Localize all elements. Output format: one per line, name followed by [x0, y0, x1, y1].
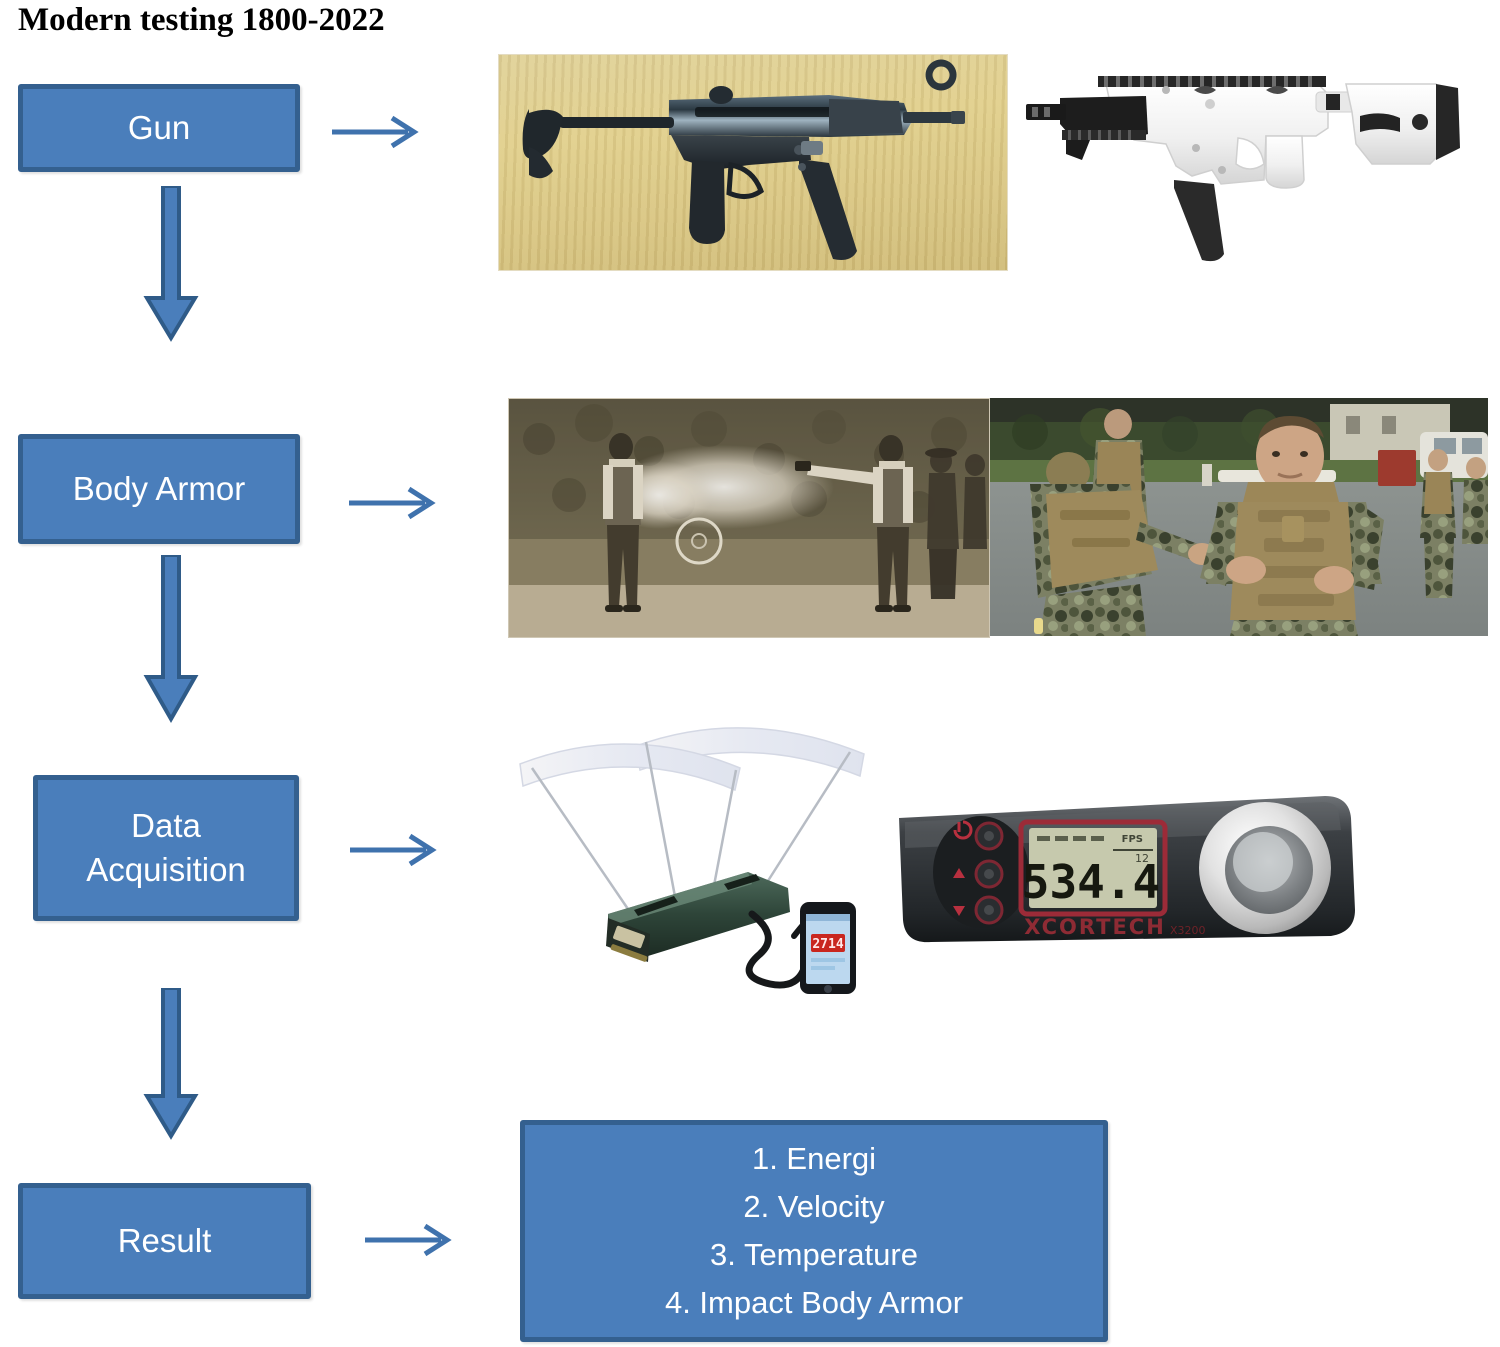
down-arrow-data-acquisition-to-result: [143, 988, 199, 1140]
process-box-result-label: Result: [117, 1222, 212, 1260]
result-item-2: 2. Velocity: [743, 1188, 885, 1224]
process-box-data-acquisition-label-line2: Acquisition: [86, 851, 246, 888]
marines-body-armor-fitting-photo: [990, 398, 1488, 636]
result-item-3: 3. Temperature: [710, 1237, 918, 1272]
svg-text:XCORTECH: XCORTECH: [1024, 915, 1166, 939]
page-title: Modern testing 1800-2022: [18, 2, 385, 38]
mp5-submachine-gun-photo: [498, 54, 1008, 271]
process-box-data-acquisition-label-line1: Data: [131, 807, 201, 845]
historic-bulletproof-vest-test-photo: [508, 398, 990, 638]
kriss-vector-submachine-gun-photo: [1016, 48, 1486, 276]
svg-text:534.4: 534.4: [1022, 855, 1160, 909]
svg-text:FPS: FPS: [1122, 834, 1143, 845]
results-list-box[interactable]: 1. Energi 2. Velocity 3. Temperature 4. …: [520, 1120, 1108, 1342]
right-arrow-gun-to-photos: [330, 112, 422, 152]
right-arrow-data-acquisition-to-photos: [348, 830, 440, 870]
process-box-data-acquisition[interactable]: Data Acquisition: [33, 775, 299, 921]
process-box-gun-label: Gun: [127, 109, 191, 147]
svg-text:2714: 2714: [812, 937, 843, 952]
xcortech-chronograph-photo: FPS 12 534.4 XCORTECH X3200: [885, 778, 1360, 958]
down-arrow-body-armor-to-data-acquisition: [143, 555, 199, 725]
right-arrow-body-armor-to-photos: [347, 483, 439, 523]
result-item-4: 4. Impact Body Armor: [664, 1285, 964, 1321]
svg-text:X3200: X3200: [1170, 924, 1206, 937]
svg-text:12: 12: [1135, 852, 1149, 865]
ballistic-chronograph-photo: 2714: [498, 706, 888, 996]
right-arrow-result-to-results-list: [363, 1220, 455, 1260]
down-arrow-gun-to-body-armor: [143, 186, 199, 344]
result-item-1: 1. Energi: [751, 1140, 877, 1176]
process-box-gun[interactable]: Gun: [18, 84, 300, 172]
process-box-body-armor[interactable]: Body Armor: [18, 434, 300, 544]
process-box-result[interactable]: Result: [18, 1183, 311, 1299]
process-box-body-armor-label: Body Armor: [72, 470, 246, 508]
